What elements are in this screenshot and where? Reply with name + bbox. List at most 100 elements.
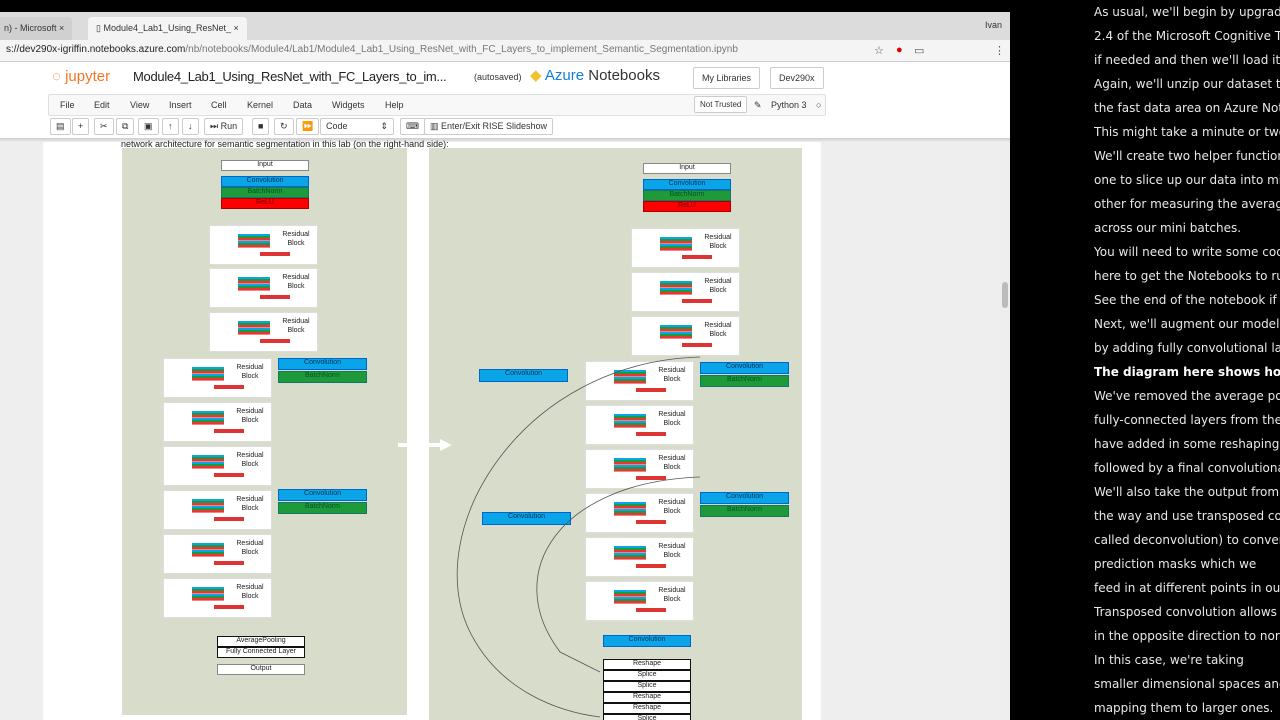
caption-line: We've removed the average poo [1094, 389, 1280, 403]
residual-block-label: Residual Block [282, 318, 310, 334]
layer-stack-icon [192, 499, 224, 513]
scrollbar[interactable] [1002, 282, 1008, 308]
output-node: Output [217, 664, 305, 675]
add-cell-icon[interactable]: + [72, 118, 90, 135]
run-button[interactable]: ⏭ Run [204, 118, 244, 135]
residual-block-label: Residual Block [236, 408, 264, 424]
final-convolution-node: Convolution [603, 635, 691, 647]
tab-notebook[interactable]: ▯ Module4_Lab1_Using_ResNet_ × [88, 17, 247, 40]
output-bar [214, 385, 244, 389]
paste-icon[interactable]: ▣ [138, 118, 159, 135]
convolution-node: Convolution [643, 179, 731, 190]
residual-block: Residual Block [163, 358, 272, 398]
caption-line: followed by a final convolutional [1094, 461, 1280, 475]
layer-stack-icon [192, 411, 224, 425]
batchnorm-node: BatchNorm [278, 371, 367, 383]
caption-line: have added in some reshaping [1094, 437, 1280, 451]
layer-stack-icon [192, 587, 224, 601]
menu-edit[interactable]: Edit [94, 100, 110, 110]
output-bar [260, 252, 290, 256]
menu-cell[interactable]: Cell [211, 100, 227, 110]
notebook-toolbar: ▤ + ✂ ⧉ ▣ ↑ ↓ ⏭ Run ■ ↻ ⏩ Code⇕ ⌨ ▥ Ente… [48, 118, 826, 138]
residual-block: Residual Block [585, 537, 694, 577]
layer-stack-icon [192, 455, 224, 469]
cast-icon[interactable]: ▭ [914, 45, 925, 57]
batchnorm-node: BatchNorm [700, 505, 789, 517]
residual-block: Residual Block [631, 272, 740, 312]
reshape-splice-node: Reshape [603, 703, 691, 714]
extension-icon[interactable]: ● [896, 44, 903, 56]
keyboard-icon[interactable]: ⌨ [400, 118, 425, 135]
output-bar [682, 255, 712, 259]
residual-block: Residual Block [209, 312, 318, 352]
layer-stack-icon [614, 370, 646, 384]
caption-line: by adding fully convolutional lay [1094, 341, 1280, 355]
caption-line: mapping them to larger ones. [1094, 701, 1274, 715]
layer-stack-icon [660, 281, 692, 295]
rise-slideshow-button[interactable]: ▥ Enter/Exit RISE Slideshow [424, 118, 554, 135]
stop-icon[interactable]: ■ [252, 118, 270, 135]
star-icon[interactable]: ☆ [874, 45, 884, 57]
menu-widgets[interactable]: Widgets [332, 100, 365, 110]
address-bar[interactable]: s://dev290x-igriffin.notebooks.azure.com… [0, 40, 1010, 62]
menu-data[interactable]: Data [293, 100, 313, 110]
jupyter-header: ◌ jupyter Module4_Lab1_Using_ResNet_with… [0, 62, 1010, 94]
save-icon[interactable]: ▤ [50, 118, 71, 135]
profile-name[interactable]: Ivan [984, 20, 1002, 30]
azure-notebooks-logo[interactable]: ◆ Azure Notebooks [530, 66, 660, 84]
output-bar [636, 520, 666, 524]
tab-label: n) - Microsoft [4, 23, 57, 33]
user-button[interactable]: Dev290x [770, 67, 824, 89]
residual-block-label: Residual Block [282, 231, 310, 247]
caption-line: Next, we'll augment our model [1094, 317, 1280, 331]
menu-bar: File Edit View Insert Cell Kernel Data W… [48, 94, 826, 116]
caption-line: the fast data area on Azure Note [1094, 101, 1280, 115]
move-up-icon[interactable]: ↑ [162, 118, 179, 135]
menu-insert[interactable]: Insert [169, 100, 192, 110]
layer-stack-icon [614, 590, 646, 604]
restart-icon[interactable]: ↻ [274, 118, 294, 135]
copy-icon[interactable]: ⧉ [116, 118, 135, 135]
menu-kernel[interactable]: Kernel [247, 100, 274, 110]
residual-block: Residual Block [163, 446, 272, 486]
layer-stack-icon [614, 546, 646, 560]
layer-stack-icon [238, 321, 270, 335]
jupyter-logo[interactable]: ◌ jupyter [52, 68, 111, 85]
notebook-title[interactable]: Module4_Lab1_Using_ResNet_with_FC_Layers… [133, 69, 447, 84]
output-bar [682, 299, 712, 303]
fast-forward-icon[interactable]: ⏩ [296, 118, 320, 135]
menu-icon[interactable]: ⋮ [994, 45, 1005, 57]
autosave-status: (autosaved) [474, 72, 522, 82]
menu-file[interactable]: File [60, 100, 75, 110]
output-bar [214, 561, 244, 565]
residual-block: Residual Block [163, 578, 272, 618]
logo-text: jupyter [65, 68, 111, 85]
reshape-splice-node: Splice [603, 714, 691, 720]
caption-line: As usual, we'll begin by upgrading [1094, 5, 1280, 19]
tab-microsoft[interactable]: n) - Microsoft × [0, 17, 73, 40]
menu-view[interactable]: View [130, 100, 150, 110]
run-icon: ⏭ [210, 121, 221, 131]
output-bar [636, 388, 666, 392]
relu-node: ReLU [643, 201, 731, 212]
move-down-icon[interactable]: ↓ [182, 118, 199, 135]
cell-type-select[interactable]: Code⇕ [320, 118, 394, 135]
transform-arrow-icon [398, 439, 452, 451]
residual-block: Residual Block [585, 449, 694, 489]
convolution-node: Convolution [221, 176, 309, 187]
output-bar [636, 564, 666, 568]
residual-block: Residual Block [163, 534, 272, 574]
my-libraries-button[interactable]: My Libraries [693, 67, 761, 89]
menu-help[interactable]: Help [385, 100, 404, 110]
caption-line: fully-connected layers from the e [1094, 413, 1280, 427]
batchnorm-node: BatchNorm [700, 375, 789, 387]
deconvolution-node: Convolution [479, 369, 568, 382]
python-icon: ◆ [530, 67, 545, 84]
cut-icon[interactable]: ✂ [94, 118, 114, 135]
batchnorm-node: BatchNorm [278, 502, 367, 514]
residual-block-label: Residual Block [282, 274, 310, 290]
edit-pencil-icon[interactable]: ✎ [754, 100, 762, 110]
kernel-name[interactable]: Python 3 [771, 100, 807, 110]
not-trusted-button[interactable]: Not Trusted [694, 96, 748, 113]
